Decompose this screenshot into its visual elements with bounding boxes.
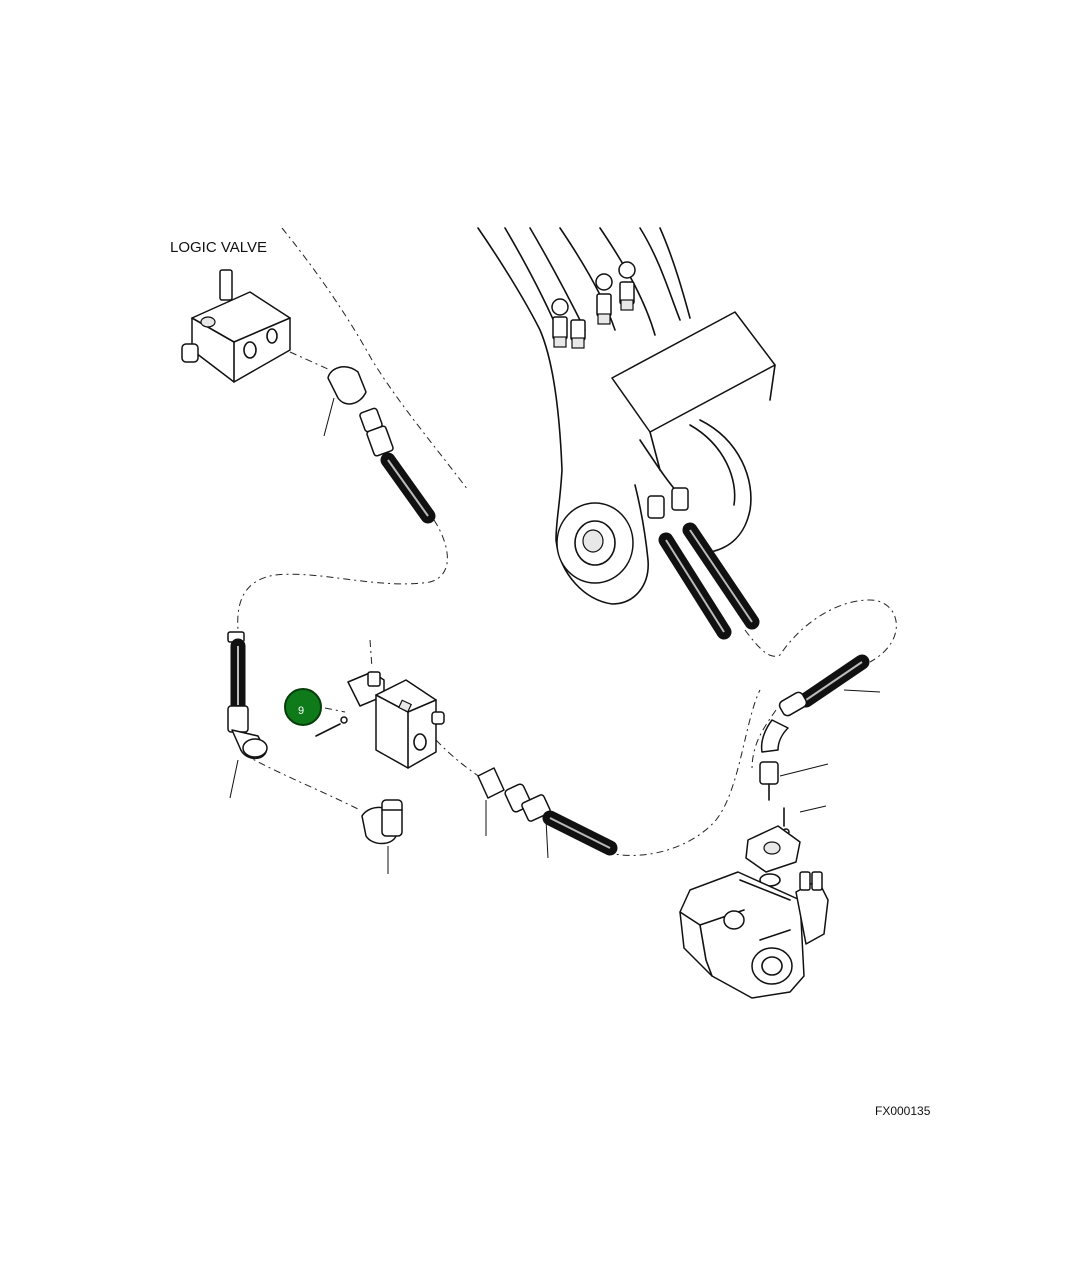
bottom-center-hose: [477, 767, 618, 856]
right-hose: [759, 654, 870, 836]
callout-circle[interactable]: [284, 688, 322, 726]
logic-valve-label: LOGIC VALVE: [170, 239, 267, 256]
boom-hoses: [647, 487, 760, 640]
boom-arm: [477, 227, 776, 605]
callout-9[interactable]: 9: [284, 688, 322, 726]
hydraulic-pump: [679, 825, 829, 999]
upper-left-hose: [327, 366, 436, 524]
logic-valve-assembly: [181, 269, 291, 383]
boom-fittings: [551, 261, 636, 349]
leader-lines: [229, 397, 881, 874]
bottom-elbow-fitting: [361, 799, 403, 845]
figure-id-label: FX000135: [875, 1104, 931, 1118]
routing-lines: [237, 227, 897, 856]
left-hose: [227, 631, 268, 760]
center-valve-block: [315, 671, 445, 769]
callout-number: 9: [298, 705, 304, 717]
